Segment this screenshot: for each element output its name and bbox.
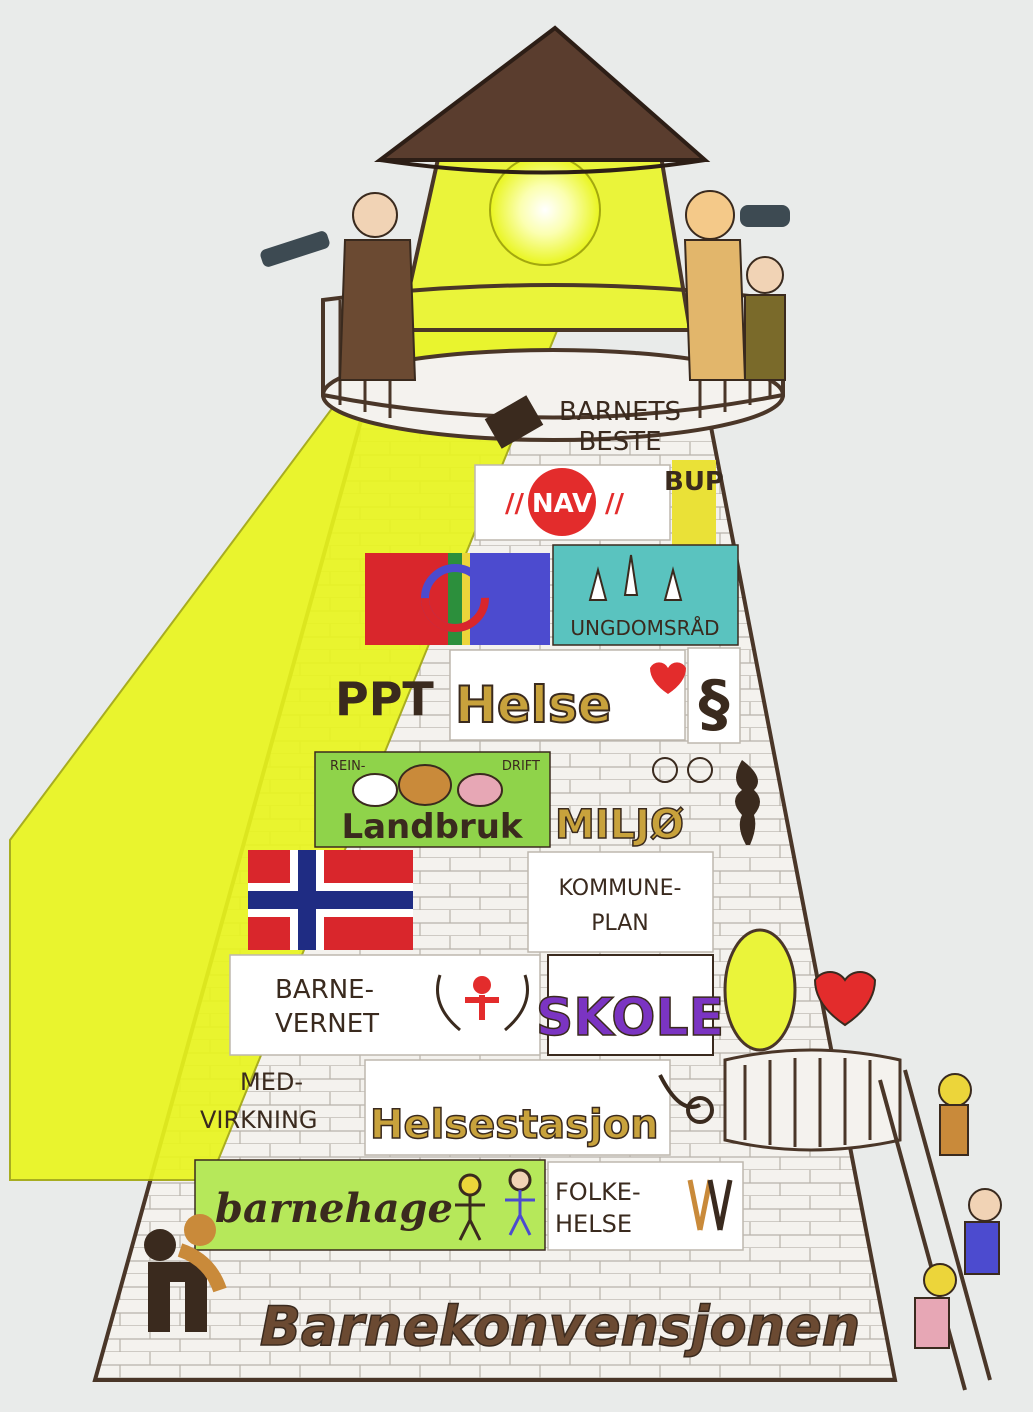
svg-text://: // <box>605 489 624 519</box>
barnets-beste-label-2: BESTE <box>578 427 661 457</box>
skole-sign: SKOLE <box>535 954 725 1056</box>
heart-hand-icon <box>650 662 686 694</box>
nav-label: NAV <box>532 489 592 519</box>
bup-label: BUP <box>664 467 724 497</box>
medvirkning-sign: MED- VIRKNING <box>200 1068 318 1134</box>
barnekonvensjonen-sign: Barnekonvensjonen <box>259 1294 861 1359</box>
barnets-beste-label-1: BARNETS <box>559 397 681 427</box>
cows-icon <box>352 764 503 807</box>
barnehage-label: barnehage <box>215 1185 453 1232</box>
kommuneplan-label-1: KOMMUNE- <box>559 876 682 901</box>
lower-balcony <box>723 928 902 1152</box>
lantern-room <box>397 148 693 332</box>
barnekonvensjonen-label: Barnekonvensjonen <box>260 1295 860 1358</box>
family-icon <box>144 1214 227 1332</box>
rein-label: REIN- <box>330 759 366 774</box>
helsestasjon-sign: Helsestasjon <box>364 1059 714 1156</box>
medvirkning-label-2: VIRKNING <box>200 1106 318 1134</box>
helsestasjon-label: Helsestasjon <box>370 1102 659 1148</box>
nav-logo-icon <box>528 468 596 536</box>
landbruk-label: Landbruk <box>341 807 523 847</box>
helse-label: Helse <box>455 676 612 734</box>
faces-icon <box>652 757 713 783</box>
landbruk-sign: REIN- DRIFT Landbruk <box>314 751 551 848</box>
paragraph-label: § <box>699 667 730 740</box>
climbing-children-icon <box>878 1069 1002 1391</box>
folkehelse-sign: FOLKE- HELSE <box>547 1161 744 1251</box>
medvirkning-label-1: MED- <box>240 1068 303 1096</box>
miljo-sign: MILJØ <box>554 757 760 849</box>
paragraph-sign: § <box>687 647 741 744</box>
barnevern-hands-icon <box>436 974 529 1032</box>
heart-balloon-icon <box>813 971 877 1027</box>
folkehelse-label-1: FOLKE- <box>555 1178 641 1206</box>
ungdomsrad-sign: UNGDOMSRÅD <box>552 544 739 646</box>
people-icon <box>687 1179 733 1231</box>
nav-sign: NAV // // <box>474 464 671 541</box>
folkehelse-label-2: HELSE <box>555 1210 632 1238</box>
miljo-label: MILJØ <box>555 802 684 848</box>
balcony <box>321 283 785 442</box>
bup-sign: BUP <box>664 460 724 548</box>
norway-flag-icon <box>248 850 413 950</box>
raised-hands-icon <box>588 554 683 601</box>
book-icon <box>484 395 544 449</box>
ungdomsrad-label: UNGDOMSRÅD <box>570 616 719 640</box>
barnevernet-label-2: VERNET <box>275 1009 379 1039</box>
skole-label: SKOLE <box>536 988 724 1048</box>
kommuneplan-sign: KOMMUNE- PLAN <box>527 851 714 953</box>
barnets-beste-sign: BARNETS BESTE <box>559 397 681 457</box>
drift-label: DRIFT <box>502 759 540 774</box>
telescope-icon <box>260 192 417 381</box>
children-playing-icon <box>455 1168 535 1241</box>
tree-icon <box>735 760 760 845</box>
barnevernet-sign: BARNE- VERNET <box>229 954 541 1056</box>
helse-sign: Helse <box>449 649 686 741</box>
ppt-label: PPT <box>335 672 434 726</box>
barnehage-sign: barnehage <box>194 1159 546 1251</box>
kommuneplan-label-2: PLAN <box>591 911 649 936</box>
binoculars-icon <box>683 190 790 381</box>
sami-flag-icon <box>365 553 550 645</box>
ppt-sign: PPT <box>335 672 434 726</box>
stethoscope-icon <box>658 1074 714 1124</box>
svg-text://: // <box>505 489 524 519</box>
lighthouse-roof-icon <box>374 25 711 175</box>
barnevernet-label-1: BARNE- <box>275 975 374 1005</box>
